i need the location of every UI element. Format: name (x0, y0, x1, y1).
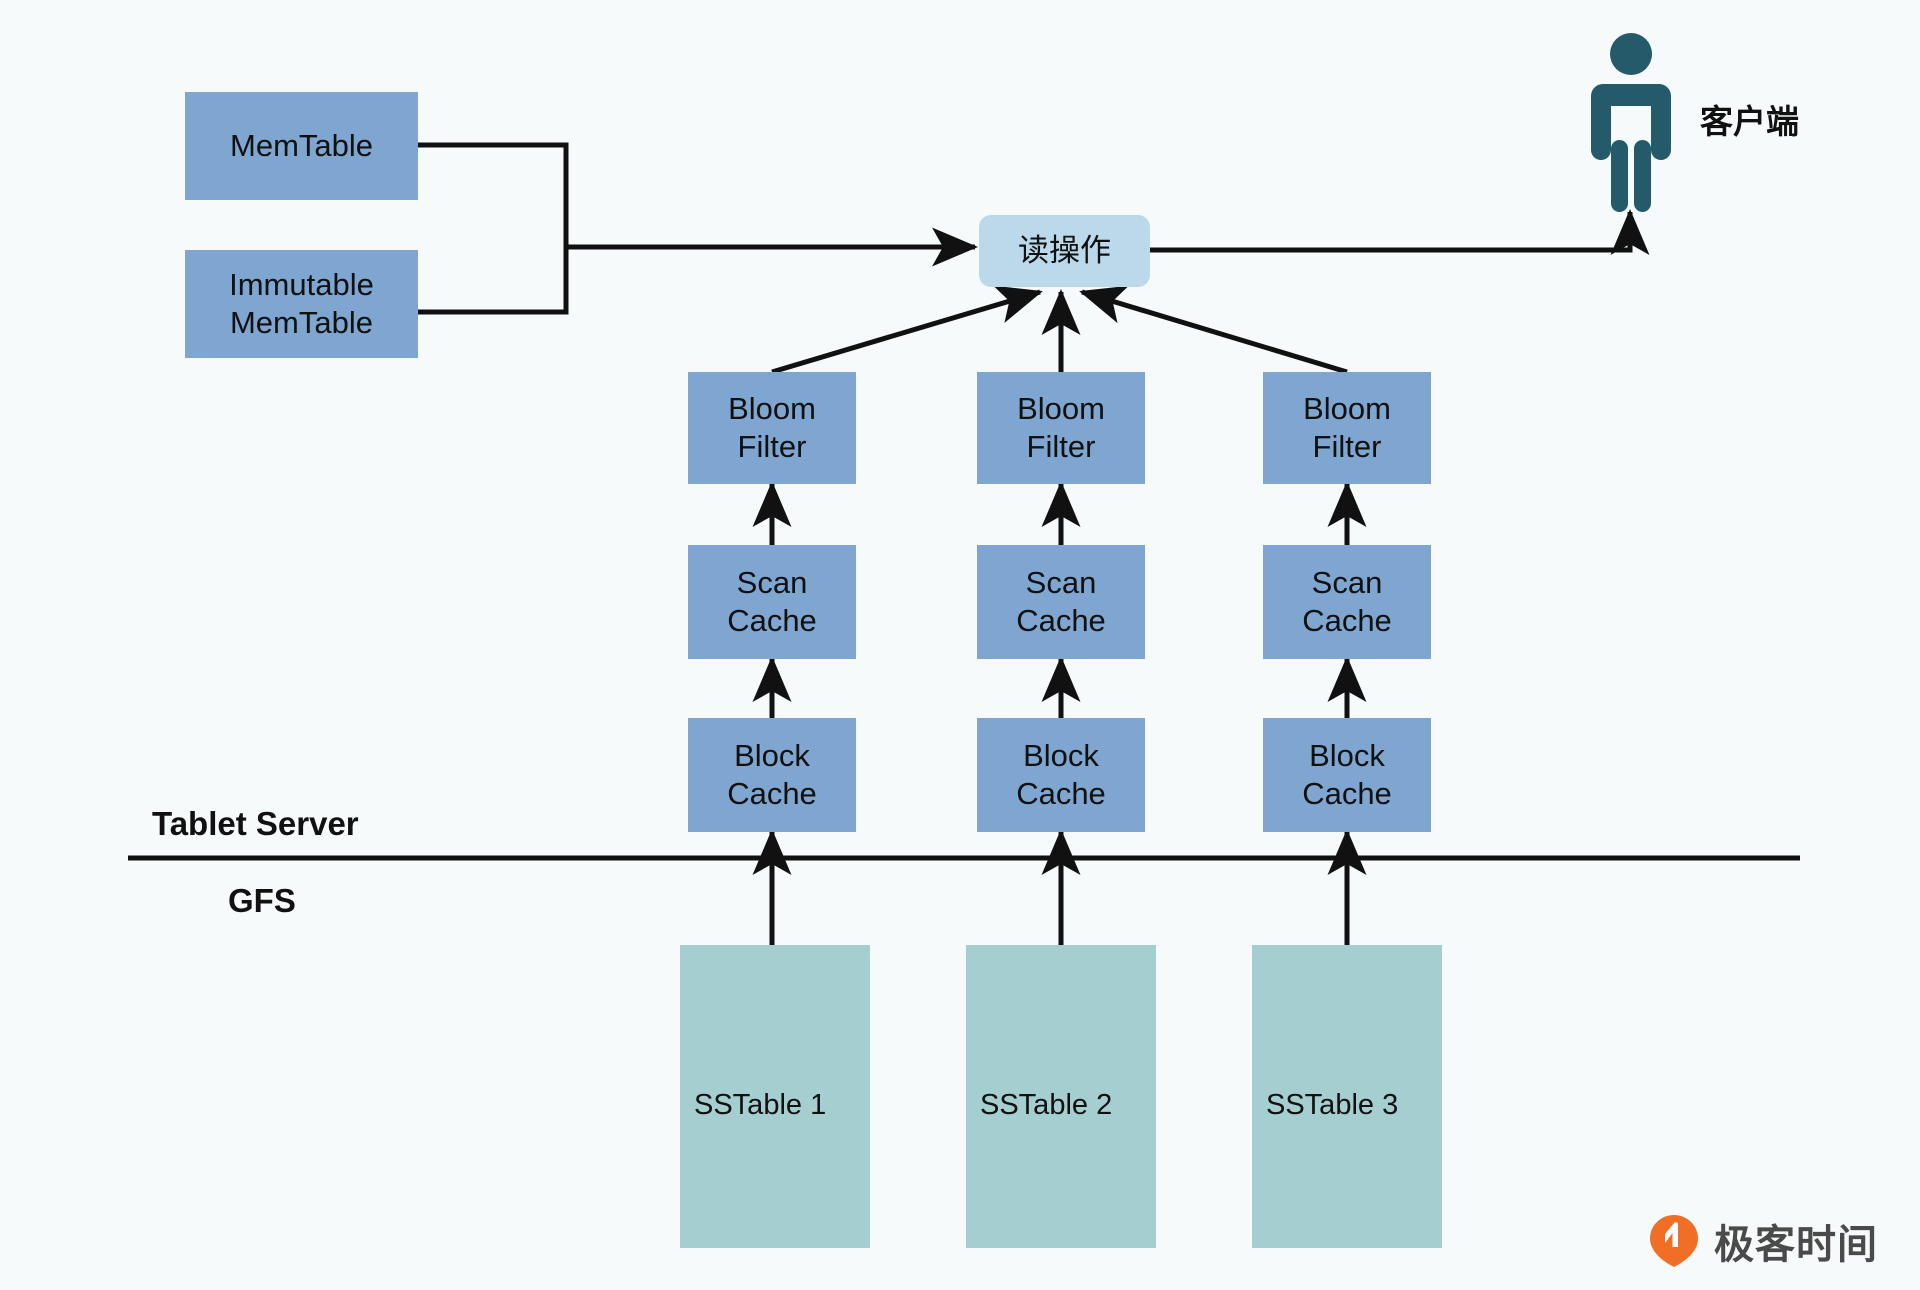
edge-bloom3-to-read (1079, 285, 1348, 375)
node-bloom-filter-1[interactable]: Bloom Filter (688, 372, 856, 484)
node-sstable-1-label: SSTable 1 (694, 1089, 827, 1121)
node-read-operation[interactable]: 读操作 (979, 215, 1150, 287)
node-block-cache-3-label: Block Cache (1302, 738, 1392, 811)
node-sstable-2[interactable]: SSTable 2 (966, 945, 1156, 1248)
node-sstable-1[interactable]: SSTable 1 (680, 945, 870, 1248)
node-bloom-filter-1-label: Bloom Filter (728, 391, 816, 464)
node-sstable-2-label: SSTable 2 (980, 1089, 1113, 1121)
person-icon (1591, 33, 1671, 212)
node-scan-cache-1-label: Scan Cache (727, 565, 817, 638)
node-bloom-filter-3-label: Bloom Filter (1303, 391, 1391, 464)
node-bloom-filter-2[interactable]: Bloom Filter (977, 372, 1145, 484)
node-scan-cache-3[interactable]: Scan Cache (1263, 545, 1431, 659)
node-immutable-memtable-label: Immutable MemTable (229, 267, 374, 340)
tier-label-tablet-server: Tablet Server (152, 805, 359, 842)
node-read-operation-label: 读操作 (1018, 233, 1111, 269)
edge-read-to-client (1150, 209, 1650, 256)
node-block-cache-2-label: Block Cache (1016, 738, 1106, 811)
node-scan-cache-2[interactable]: Scan Cache (977, 545, 1145, 659)
tier-label-gfs: GFS (228, 882, 296, 919)
node-block-cache-3[interactable]: Block Cache (1263, 718, 1431, 832)
node-scan-cache-2-label: Scan Cache (1016, 565, 1106, 638)
client-figure[interactable] (1578, 32, 1684, 212)
geektime-logo-icon (1650, 1215, 1698, 1267)
node-bloom-filter-3[interactable]: Bloom Filter (1263, 372, 1431, 484)
node-block-cache-1[interactable]: Block Cache (688, 718, 856, 832)
node-block-cache-2[interactable]: Block Cache (977, 718, 1145, 832)
brand-name: 极客时间 (1714, 1223, 1878, 1267)
node-scan-cache-1[interactable]: Scan Cache (688, 545, 856, 659)
node-sstable-3[interactable]: SSTable 3 (1252, 945, 1442, 1248)
edge-bloom1-to-read (771, 285, 1043, 375)
node-bloom-filter-2-label: Bloom Filter (1017, 391, 1105, 464)
node-memtable-label: MemTable (230, 128, 373, 164)
node-scan-cache-3-label: Scan Cache (1302, 565, 1392, 638)
brand-watermark: 极客时间 (1648, 1212, 1878, 1270)
node-block-cache-1-label: Block Cache (727, 738, 817, 811)
client-label: 客户端 (1700, 103, 1799, 140)
edge-memtables-to-read (418, 142, 978, 267)
node-sstable-3-label: SSTable 3 (1266, 1089, 1399, 1121)
node-memtable[interactable]: MemTable (185, 92, 418, 200)
node-immutable-memtable[interactable]: Immutable MemTable (185, 250, 418, 358)
edge-immutable-memtable-riser (418, 247, 569, 315)
